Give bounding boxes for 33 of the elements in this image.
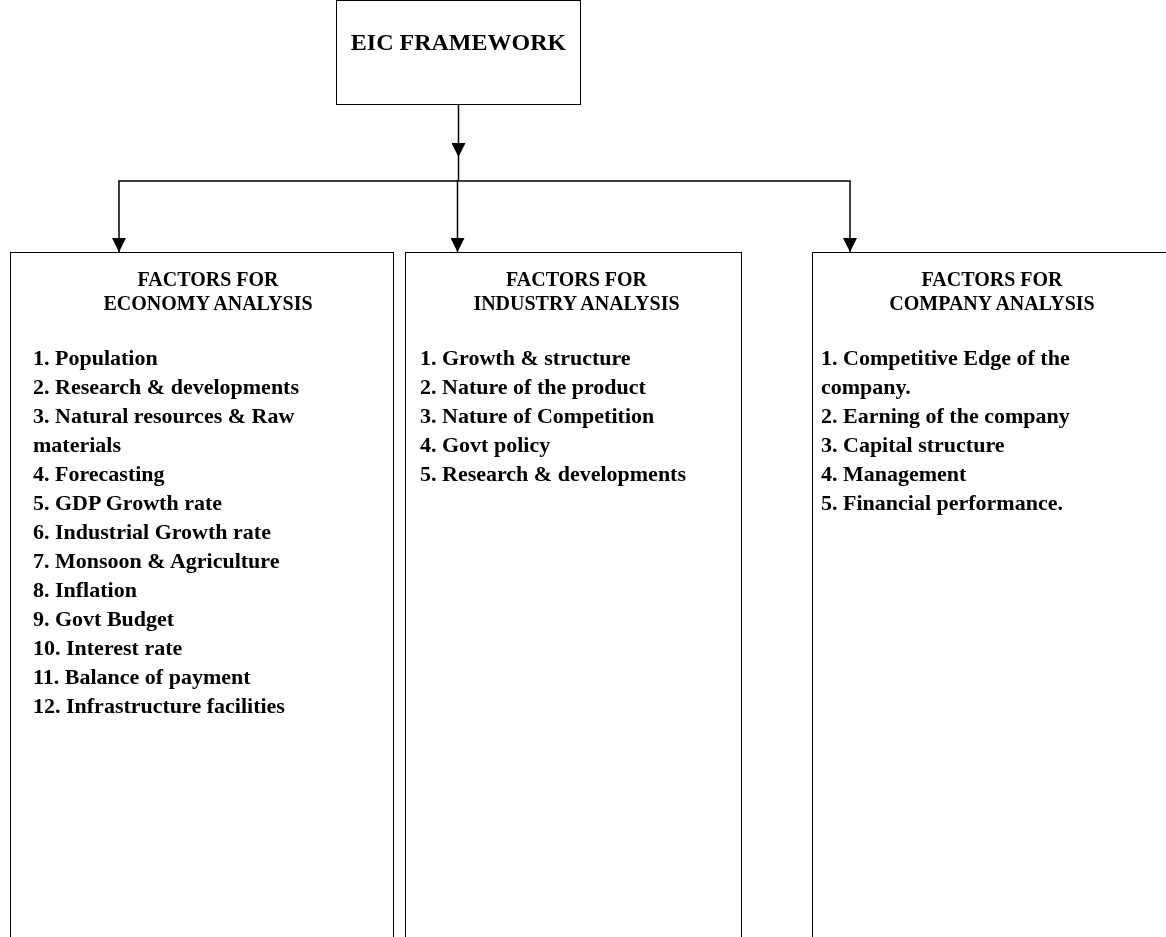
list-item: 2. Research & developments — [33, 373, 300, 401]
list-item: 5. Financial performance. — [821, 489, 1064, 517]
list-item: 4. Management — [821, 460, 968, 488]
column-heading: FACTORS FOR COMPANY ANALYSIS — [888, 267, 1096, 315]
list-item: 9. Govt Budget — [33, 605, 176, 633]
column-heading: FACTORS FOR ECONOMY ANALYSIS — [102, 267, 314, 315]
node-label: EIC FRAMEWORK — [349, 28, 568, 56]
list-item: 11. Balance of payment — [33, 663, 252, 691]
factor-box — [405, 252, 742, 937]
list-item: 1. Growth & structure — [420, 344, 632, 372]
list-item: 5. Research & developments — [420, 460, 687, 488]
column-heading: FACTORS FOR INDUSTRY ANALYSIS — [472, 267, 681, 315]
list-item: 1. Competitive Edge of the company. — [821, 344, 1071, 401]
arrow — [457, 180, 857, 253]
arrow — [450, 180, 465, 253]
list-item: 2. Nature of the product — [420, 373, 647, 401]
factor-box — [10, 252, 394, 937]
arrow — [112, 180, 460, 253]
list-item: 3. Nature of Competition — [420, 402, 656, 430]
factor-box — [812, 252, 1166, 937]
list-item: 7. Monsoon & Agriculture — [33, 547, 281, 575]
list-item: 8. Inflation — [33, 576, 138, 604]
title-box — [336, 0, 581, 105]
list-item: 6. Industrial Growth rate — [33, 518, 272, 546]
list-item: 3. Capital structure — [821, 431, 1006, 459]
list-item: 12. Infrastructure facilities — [33, 692, 286, 720]
list-item: 1. Population — [33, 344, 159, 372]
list-item: 2. Earning of the company — [821, 402, 1071, 430]
list-item: 4. Forecasting — [33, 460, 166, 488]
list-item: 4. Govt policy — [420, 431, 552, 459]
list-item: 10. Interest rate — [33, 634, 184, 662]
list-item: 5. GDP Growth rate — [33, 489, 223, 517]
list-item: 3. Natural resources & Raw materials — [33, 402, 296, 459]
